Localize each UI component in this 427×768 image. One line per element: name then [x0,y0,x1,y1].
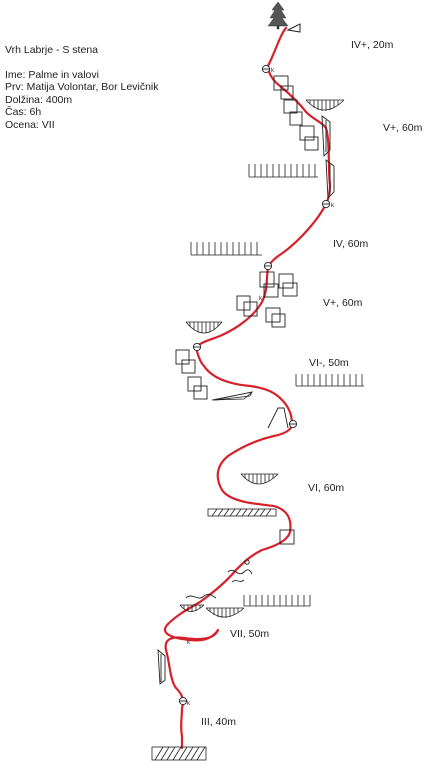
comb-ledge [243,595,311,607]
pitch-label: V+, 60m [383,122,423,134]
roof-bowl [179,604,205,612]
crag-title: Vrh Labrje - S stena [5,44,98,56]
roof-bowl [205,607,245,618]
route-info-panel: Vrh Labrje - S stena Ime: Palme in valov… [5,44,159,132]
belay-station [288,419,298,429]
pitch-label: III, 40m [201,716,237,728]
block-symbols [175,75,319,545]
hatched-ground [151,746,207,761]
pitch-label: IV+, 20m [351,39,394,51]
belay-k-label: k [187,701,191,707]
roof-bowl [240,473,279,485]
belay-station [261,64,271,74]
comb-ledge [248,164,318,178]
dihedral [325,159,335,200]
wave-crack [227,569,253,575]
dihedral [321,115,331,158]
chimney [267,407,289,429]
comb-ledge [190,242,262,256]
roof-bowl [185,321,223,334]
overhang-symbols [190,164,364,607]
dihedral-symbols [157,115,335,685]
belay-station [263,261,273,271]
belay-stations [178,64,331,706]
wave-crack [185,593,217,599]
route-name: Ime: Palme in valovi [5,68,99,81]
belay-k-label: k [187,640,191,646]
belay-station [178,696,188,706]
belay-k-markers: k k k k k [187,68,335,707]
route-time: Čas: 6h [5,106,42,119]
route-grade: Ocena: VII [5,118,55,131]
route-length: Dolžina: 400m [5,93,73,106]
hatched-ledge [207,508,277,517]
hatched-ledges [151,391,277,761]
belay-k-label: k [259,296,263,302]
bolt-dot [244,559,250,565]
belay-k-label: k [331,203,335,209]
pitch-label: VII, 50m [230,628,270,640]
dihedral [157,648,166,685]
summit-tree-icon [267,1,289,30]
belay-station [321,199,331,209]
pitch-label: VI, 60m [308,482,345,494]
roof-symbols [179,99,345,618]
pitch-label: IV, 60m [333,238,369,250]
wave-crack [231,579,245,583]
wave-crack-symbols [185,559,253,599]
pitch-label: VI-, 50m [309,357,349,369]
summit-flag-icon [286,23,301,33]
slab-ledge [211,391,254,401]
belay-k-label: k [271,68,275,74]
pitch-label: V+, 60m [323,297,363,309]
first-ascent: Prv: Matija Volontar, Bor Levičnik [5,81,159,94]
belay-station [192,342,202,352]
roof-bowl [305,99,345,111]
comb-ledge [295,374,364,387]
